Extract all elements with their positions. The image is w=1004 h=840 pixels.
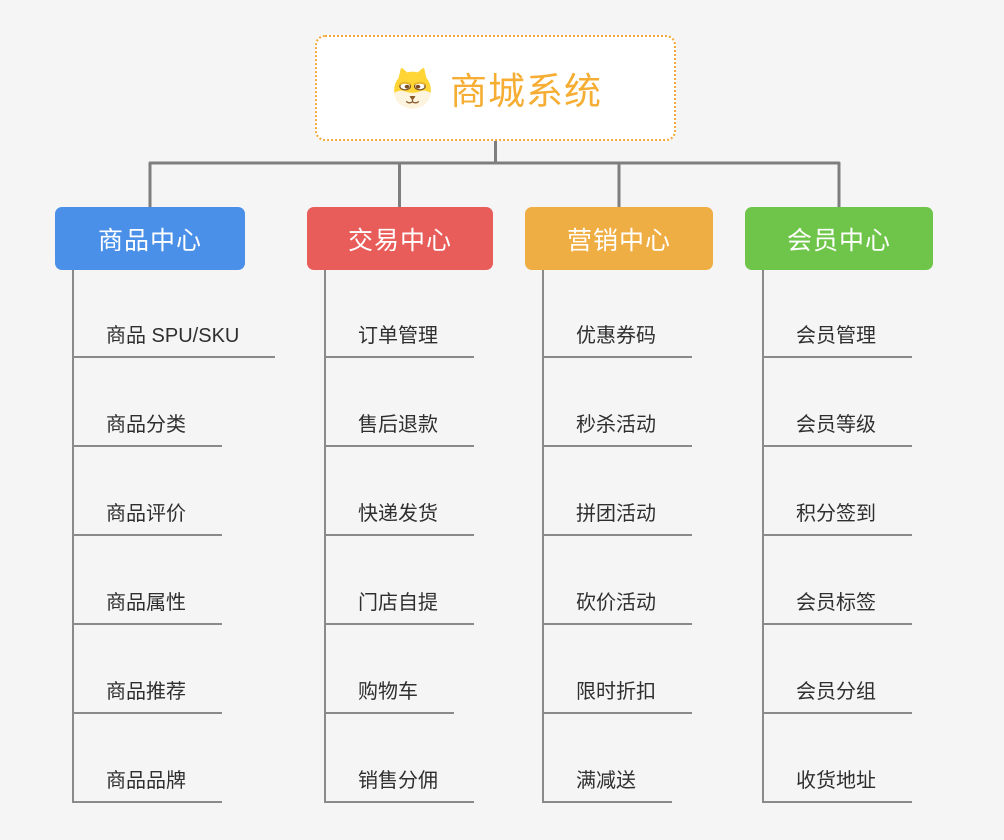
branch-node-2[interactable]: 营销中心 [525, 207, 713, 270]
leaf-node[interactable]: 砍价活动 [542, 581, 692, 625]
root-to-children-connector [148, 141, 841, 207]
branch-node-3[interactable]: 会员中心 [745, 207, 933, 270]
shiba-dog-icon [394, 67, 431, 108]
branch-trunk-line [762, 270, 764, 803]
branch-node-0[interactable]: 商品中心 [55, 207, 245, 270]
leaf-node[interactable]: 商品 SPU/SKU [72, 314, 276, 358]
branch-trunk-line [542, 270, 544, 803]
leaf-node[interactable]: 拼团活动 [542, 492, 692, 536]
leaf-node[interactable]: 限时折扣 [542, 670, 692, 714]
leaf-node[interactable]: 商品评价 [72, 492, 222, 536]
leaf-node[interactable]: 会员标签 [762, 581, 912, 625]
leaf-node[interactable]: 收货地址 [762, 759, 912, 803]
leaf-node[interactable]: 商品品牌 [72, 759, 222, 803]
leaf-node[interactable]: 积分签到 [762, 492, 912, 536]
leaf-node[interactable]: 会员管理 [762, 314, 912, 358]
branch-trunk-line [72, 270, 74, 803]
leaf-node[interactable]: 满减送 [542, 759, 672, 803]
leaf-node[interactable]: 购物车 [324, 670, 454, 714]
leaf-node[interactable]: 销售分佣 [324, 759, 474, 803]
leaf-node[interactable]: 会员等级 [762, 403, 912, 447]
leaf-node[interactable]: 秒杀活动 [542, 403, 692, 447]
leaf-node[interactable]: 优惠券码 [542, 314, 692, 358]
leaf-node[interactable]: 售后退款 [324, 403, 474, 447]
leaf-node[interactable]: 会员分组 [762, 670, 912, 714]
leaf-node[interactable]: 门店自提 [324, 581, 474, 625]
leaf-node[interactable]: 商品属性 [72, 581, 222, 625]
leaf-node[interactable]: 商品分类 [72, 403, 222, 447]
branch-trunk-line [324, 270, 326, 803]
root-node-mall-system[interactable]: 商城系统 [315, 35, 676, 141]
root-node-title: 商城系统 [450, 71, 602, 112]
leaf-node[interactable]: 订单管理 [324, 314, 474, 358]
leaf-node[interactable]: 商品推荐 [72, 670, 222, 714]
leaf-node[interactable]: 快递发货 [324, 492, 474, 536]
branch-node-1[interactable]: 交易中心 [307, 207, 493, 270]
